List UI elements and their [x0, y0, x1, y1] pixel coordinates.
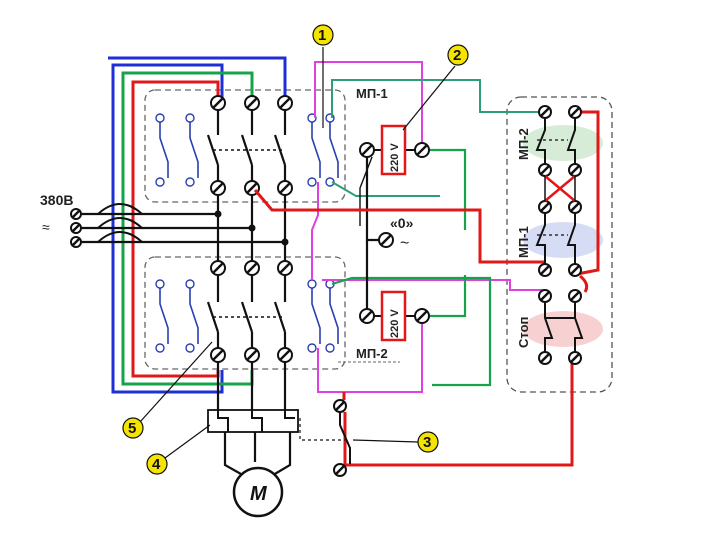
callout-2: 2 — [402, 44, 469, 131]
supply-loops — [108, 56, 287, 394]
contactor-2-label: МП-2 — [356, 346, 388, 361]
ac-symbol: ≈ — [42, 219, 50, 235]
motor: M — [232, 466, 284, 518]
contactor-1-power-contacts — [206, 95, 293, 196]
svg-text:2: 2 — [453, 47, 461, 64]
svg-text:1: 1 — [318, 27, 326, 44]
zero-ac-symbol: ~ — [400, 235, 409, 252]
contactor-1-enclosure — [144, 89, 346, 203]
contactor-1-label: МП-1 — [356, 86, 388, 101]
svg-text:3: 3 — [423, 434, 431, 451]
phase-lines — [216, 188, 287, 410]
button-station-enclosure — [506, 96, 613, 393]
button-mp1-highlight — [523, 222, 603, 258]
button-station-terminals — [538, 105, 582, 365]
callout-5: 5 — [122, 341, 213, 439]
callout-1: 1 — [312, 24, 334, 128]
interlock-cross — [544, 175, 576, 202]
svg-text:4: 4 — [152, 456, 161, 473]
button-mp1-label: МП-1 — [516, 226, 531, 258]
button-stop-highlight — [523, 311, 603, 347]
contactor-1-aux-contacts — [155, 113, 339, 187]
contactor-2-power-contacts — [206, 260, 293, 363]
coil-1-rating: 220 V — [389, 143, 401, 172]
callout-3: 3 — [352, 431, 439, 453]
supply-input — [80, 203, 285, 244]
supply-voltage-label: 380В — [40, 192, 73, 208]
button-mp2-highlight — [523, 125, 603, 161]
contactor-2-enclosure — [144, 256, 346, 370]
button-stop-label: Стоп — [516, 317, 531, 348]
teal-control-wire — [331, 79, 545, 197]
interlock-cross-black — [544, 176, 576, 201]
coil-1: 220 V — [359, 124, 430, 176]
svg-text:5: 5 — [128, 420, 136, 437]
motor-label: M — [250, 483, 268, 505]
green-control-wire — [331, 148, 492, 387]
supply-terminals — [70, 208, 82, 248]
thermal-relay-contact — [299, 399, 351, 477]
thermal-relay — [207, 409, 299, 433]
button-mp2-label: МП-2 — [516, 128, 531, 160]
coil-2-rating: 220 V — [389, 309, 401, 338]
callout-4: 4 — [146, 424, 211, 475]
neutral-connection — [359, 156, 394, 309]
button-station-contacts — [535, 118, 584, 352]
zero-label: «0» — [390, 215, 414, 231]
coil-2: 220 V — [359, 290, 430, 342]
